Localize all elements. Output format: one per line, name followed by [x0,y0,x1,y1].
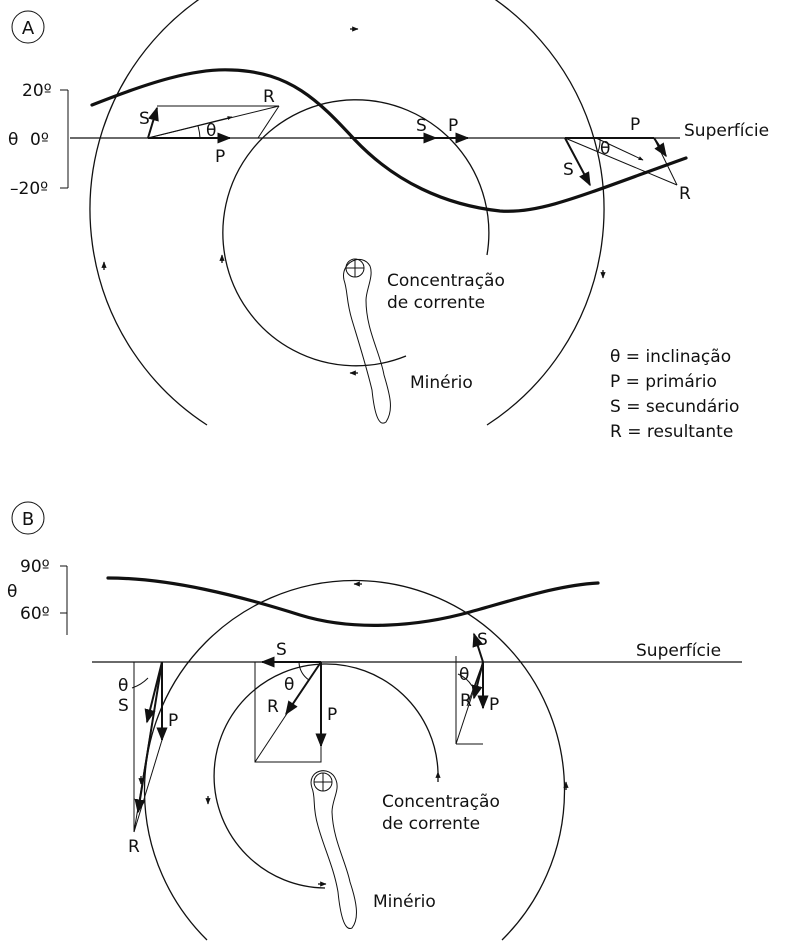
panel-a-left-s-label: S [139,109,150,129]
panel-a-inner-field-line [222,99,490,367]
panel-b-center-r-label: R [267,697,279,717]
panel-a-left-r-label: R [263,87,275,107]
panel-a-legend: θ = inclinação P = primário S = secundár… [610,347,739,442]
panel-b-left-theta-label: θ [118,676,128,696]
panel-b-right-r-line [466,661,484,707]
panel-a-tick-top: 20º [22,81,52,101]
panel-b-dip-profile [106,576,600,627]
panel-b-left-s-label: S [118,696,129,716]
panel-b-center-r-vector [285,661,322,716]
panel-a-axis-symbol: θ [8,130,18,150]
panel-b-tick-top: 90º [20,557,50,577]
panel-b-left-angle-arc [131,677,149,689]
panel-a-center-p-label: P [448,116,458,136]
panel-a-label: A [22,18,35,39]
panel-b-current-label-1: Concentração [382,792,500,812]
panel-b-center-angle-arc [298,661,310,681]
panel-a-left-s-vector [147,106,159,139]
panel-a-center-s-label: S [416,116,427,136]
panel-b-left-r-side [133,739,163,833]
panel-b-dip-axis: 90º θ 60º [7,557,68,635]
panel-a-left-r-vector [147,105,280,139]
legend-item-theta: θ = inclinação [610,347,731,367]
legend-item-primary: P = primário [610,372,717,392]
panel-a-right-s-vector [564,137,591,187]
panel-b-right-p-label: P [489,695,499,715]
panel-a-tick-zero: 0º [30,130,49,150]
panel-a-ore-outline [343,259,391,424]
panel-a-right-theta-arrow [595,137,644,161]
panel-a-ore-body: Concentração de corrente Minério [343,258,505,424]
panel-b-label: B [22,509,34,530]
panel-a-ore-label: Minério [410,373,473,393]
panel-b-left-r-label: R [128,837,140,857]
panel-a-dip-profile [90,68,688,213]
panel-b-right-theta-label: θ [459,665,469,685]
panel-a-right-angle-arc [597,137,601,153]
panel-b-right-vectors: S θ R P [455,630,499,745]
panel-b-tick-bottom: 60º [20,604,50,624]
panel-b-left-r-arrow [134,661,163,814]
panel-b-center-theta-label: θ [284,675,294,695]
panel-b-current-label-2: de corrente [382,814,480,834]
panel-a-left-theta-label: θ [206,121,216,141]
panel-a-left-angle-arc [197,125,201,139]
legend-item-resultant: R = resultante [610,422,733,442]
panel-b-right-r-label: R [460,691,472,711]
panel-a-right-theta-label: θ [600,139,610,159]
panel-b-right-r-vector [471,661,484,700]
panel-b-right-s-vector [472,632,484,663]
panel-a-right-s-label: S [563,160,574,180]
legend-item-secondary: S = secundário [610,397,739,417]
panel-a-dip-axis: 20º θ 0º –20º [8,81,69,199]
panel-b-ore-body: Concentração de corrente Minério [310,770,500,929]
panel-b-badge [11,501,45,535]
panel-a-right-vectors: P S R θ [563,115,691,204]
panel-a-right-p-label: P [630,115,640,135]
panel-b-center-vectors: S θ R P [254,640,337,763]
panel-a-right-r-side [653,137,678,186]
panel-b-right-s-label: S [477,630,488,650]
panel-a-current-label-2: de corrente [387,293,485,313]
panel-a-left-vectors: S R P θ [139,87,280,167]
panel-b-ore-outline [310,770,357,929]
panel-a-current-label-1: Concentração [387,271,505,291]
panel-a-center-vectors: S P [350,116,470,144]
panel-a-badge [11,10,45,44]
panel-a-right-r-vector [564,137,678,186]
panel-b-left-p-label: P [168,711,178,731]
panel-b-axis-symbol: θ [7,582,17,602]
panel-a-outer-field-line [89,0,605,426]
panel-b-right-angle-arc [457,673,473,687]
panel-a-tick-bottom: –20º [10,179,48,199]
panel-b-surface-label: Superfície [636,641,721,661]
panel-b-inner-field-line [213,663,439,889]
panel-b-center-p-label: P [327,705,337,725]
panel-a-left-r-side [257,105,280,139]
panel-b-center-s-label: S [276,640,287,660]
panel-a-right-r-label: R [679,184,691,204]
panel-b-outer-field-line [143,579,566,941]
panel-b-left-vectors: θ S P R [118,661,178,857]
panel-a-left-p-label: P [215,147,225,167]
panel-b: B 90º θ 60º Superfície [7,501,742,941]
panel-a-surface-label: Superfície [684,121,769,141]
panel-a: A 20º θ 0º –20º Superfície [8,0,769,442]
panel-b-ore-label: Minério [373,892,436,912]
